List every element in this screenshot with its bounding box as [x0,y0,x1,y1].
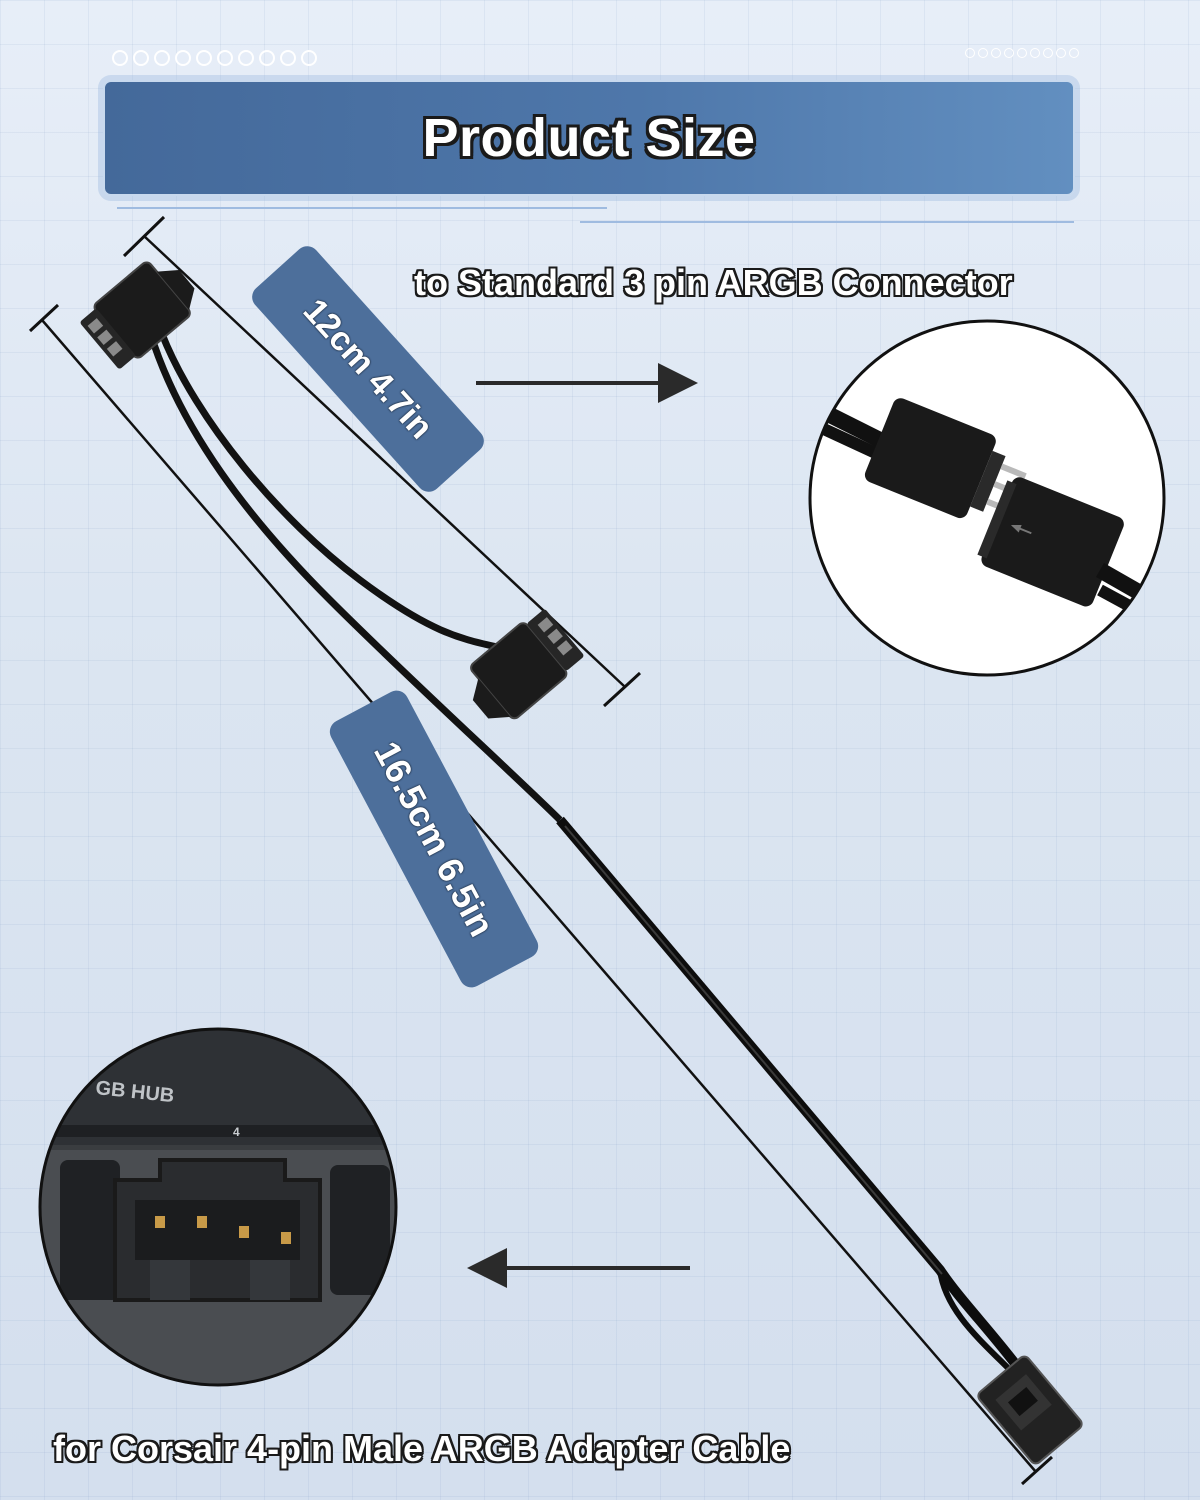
decorative-dots-right [965,48,1079,58]
label-bottom-cable: for Corsair 4-pin Male ARGB Adapter Cabl… [53,1428,791,1469]
divider-line [580,221,1074,223]
connector-4pin-bottom [977,1355,1083,1465]
label-top-connector: to Standard 3 pin ARGB Connector [414,262,1013,303]
argb-cable [146,330,1024,1374]
dimension-line-long [28,303,1054,1486]
zoom-circle-connector-detail [808,319,1166,677]
zoom-circle-hub-port: GB HUB 4 [38,1027,398,1387]
hub-port-number: 4 [233,1125,240,1139]
decorative-dots-left [112,50,317,66]
connector-3pin-branch [470,609,584,720]
page-title: Product Size [422,108,756,168]
title-banner: Product Size [103,80,1075,196]
divider-line [117,207,607,209]
connector-3pin-top [80,261,195,369]
